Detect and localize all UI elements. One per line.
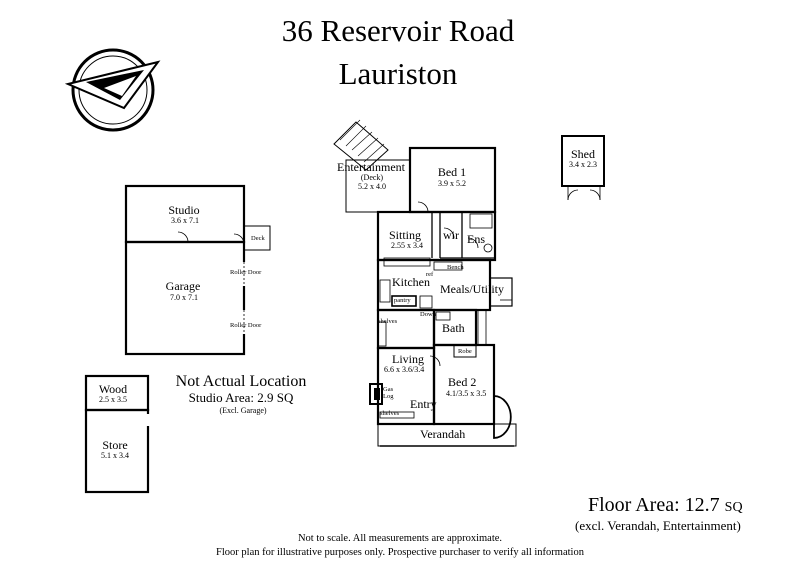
studio-garage xyxy=(124,184,271,356)
shed-dims: 3.4 x 2.3 xyxy=(569,160,597,169)
shed xyxy=(561,135,605,201)
bed1-dims: 3.9 x 5.2 xyxy=(438,179,466,188)
studio-area: Studio Area: 2.9 SQ xyxy=(188,390,294,405)
bed2-label: Bed 2 xyxy=(448,375,477,389)
verandah xyxy=(377,423,517,447)
floor-area-value: Floor Area: 12.7 xyxy=(588,494,720,516)
entertainment-dims: 5.2 x 4.0 xyxy=(358,182,386,191)
ens-label: Ens xyxy=(467,232,485,246)
north-compass-icon xyxy=(64,48,161,132)
studio-dims: 3.6 x 7.1 xyxy=(171,216,199,225)
entertainment-label: Entertainment xyxy=(337,160,405,174)
bay-window xyxy=(493,395,512,439)
shelves-lower-label: shelves xyxy=(380,410,400,417)
bath-label: Bath xyxy=(442,321,465,335)
not-actual-location: Not Actual Location xyxy=(175,373,307,390)
roller-door-1-label: Roller Door xyxy=(230,269,262,276)
bench-label: Bench xyxy=(447,264,464,271)
house-walls xyxy=(376,146,513,426)
wood-store xyxy=(84,374,150,494)
roller-door-2-label: Roller Door xyxy=(230,322,262,329)
page-title-line2: Lauriston xyxy=(338,56,458,91)
kitchen-label: Kitchen xyxy=(392,275,430,289)
robe-label: Robe xyxy=(458,348,472,355)
floor-area: Floor Area: 12.7 SQ xyxy=(588,495,743,515)
floor-area-excl: (excl. Verandah, Entertainment) xyxy=(575,518,741,533)
living-label: Living xyxy=(392,352,424,366)
gas-log-label: Gas Log xyxy=(383,386,394,400)
shed-label: Shed xyxy=(571,147,595,161)
wood-dims: 2.5 x 3.5 xyxy=(99,395,127,404)
wood-label: Wood xyxy=(98,382,128,396)
sitting-label: Sitting xyxy=(388,228,422,242)
disclaimer-line1: Not to scale. All measurements are appro… xyxy=(297,533,503,544)
page-title-line1: 36 Reservoir Road xyxy=(281,13,515,48)
garage-label: Garage xyxy=(165,279,201,293)
ref-label: ref xyxy=(426,271,434,278)
shelves-upper-label: shelves xyxy=(378,318,398,325)
down-label: Down xyxy=(420,311,436,318)
garage-dims: 7.0 x 7.1 xyxy=(170,293,198,302)
verandah-label: Verandah xyxy=(420,427,466,441)
entry-label: Entry xyxy=(410,397,437,411)
pantry-label: pantry xyxy=(394,297,411,304)
interior-walls xyxy=(177,201,512,419)
living-dims: 6.6 x 3.6/3.4 xyxy=(384,365,425,374)
excl-garage: (Excl. Garage) xyxy=(219,406,267,415)
store-dims: 5.1 x 3.4 xyxy=(101,451,129,460)
deck-label: Deck xyxy=(251,235,265,242)
wir-label: wir xyxy=(443,228,459,242)
floor-area-unit: SQ xyxy=(724,500,743,515)
disclaimer-line2: Floor plan for illustrative purposes onl… xyxy=(216,547,584,558)
studio-label: Studio xyxy=(168,203,200,217)
sitting-dims: 2.55 x 3.4 xyxy=(391,241,423,250)
bed1-label: Bed 1 xyxy=(437,165,467,179)
bed2-dims: 4.1/3.5 x 3.5 xyxy=(446,389,487,398)
meals-label: Meals/Utility xyxy=(440,282,504,296)
store-label: Store xyxy=(102,438,128,452)
entertainment-sub: (Deck) xyxy=(360,173,384,182)
